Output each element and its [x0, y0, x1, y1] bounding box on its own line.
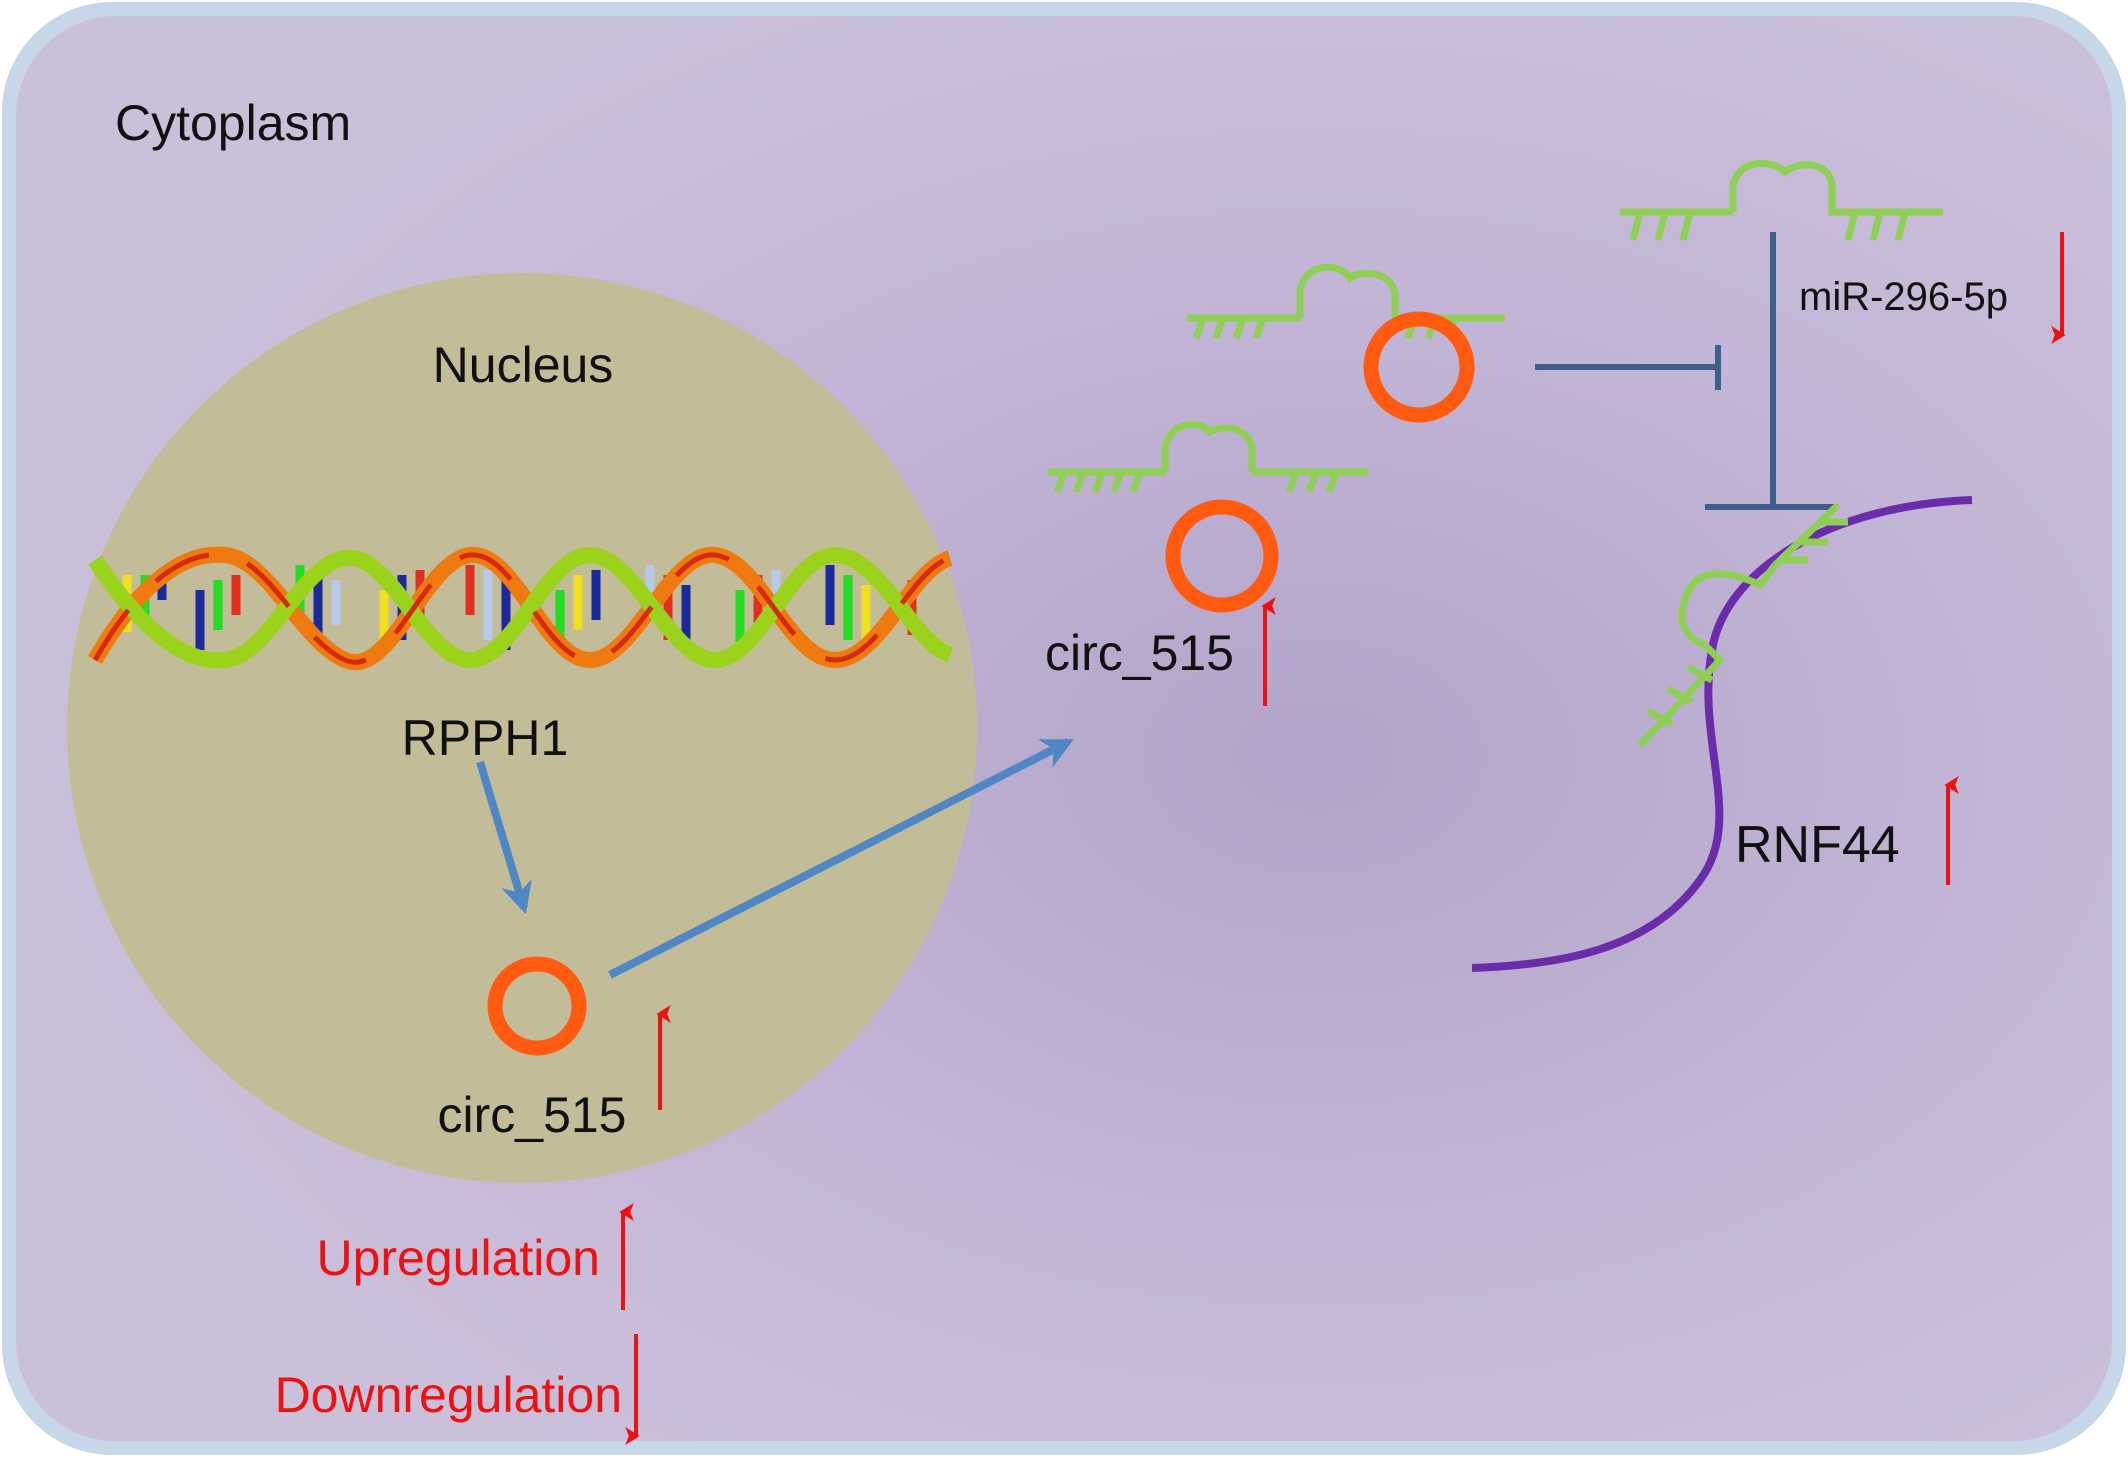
export-arrow — [608, 738, 1074, 979]
dna-helix-icon — [88, 546, 954, 671]
nucleus — [67, 273, 977, 1183]
nucleus-label: Nucleus — [433, 337, 614, 393]
circ-rna-cytoplasm-icon — [1165, 499, 1279, 613]
transcription-arrow — [476, 760, 532, 915]
legend-down-label: Downregulation — [275, 1367, 622, 1423]
mirna-label: miR-296-5p — [1799, 275, 2008, 319]
gene-label: RPPH1 — [402, 710, 569, 766]
circ-inhibits-mirna — [1535, 345, 1721, 390]
circ-cytoplasm-label: circ_515 — [1045, 625, 1234, 681]
mirna-bound-rnf44-icon — [1637, 502, 1848, 748]
legend-up-label: Upregulation — [316, 1230, 600, 1286]
circ-rna-sponge-icon — [1363, 311, 1475, 423]
cytoplasm-label: Cytoplasm — [115, 95, 351, 151]
circ-nucleus-label: circ_515 — [438, 1087, 627, 1143]
circ-rna-nucleus-icon — [487, 956, 587, 1056]
rnf44-label: RNF44 — [1735, 816, 1900, 874]
circ-mirna-complex-middle — [1048, 421, 1368, 613]
legend: Upregulation Downregulation — [275, 1203, 640, 1445]
mirna-icon — [1048, 421, 1368, 494]
free-mirna-icon — [1620, 159, 1943, 241]
mirna-inhibits-rnf44 — [1705, 232, 1835, 510]
circ-mirna-complex-top — [1187, 263, 1505, 423]
